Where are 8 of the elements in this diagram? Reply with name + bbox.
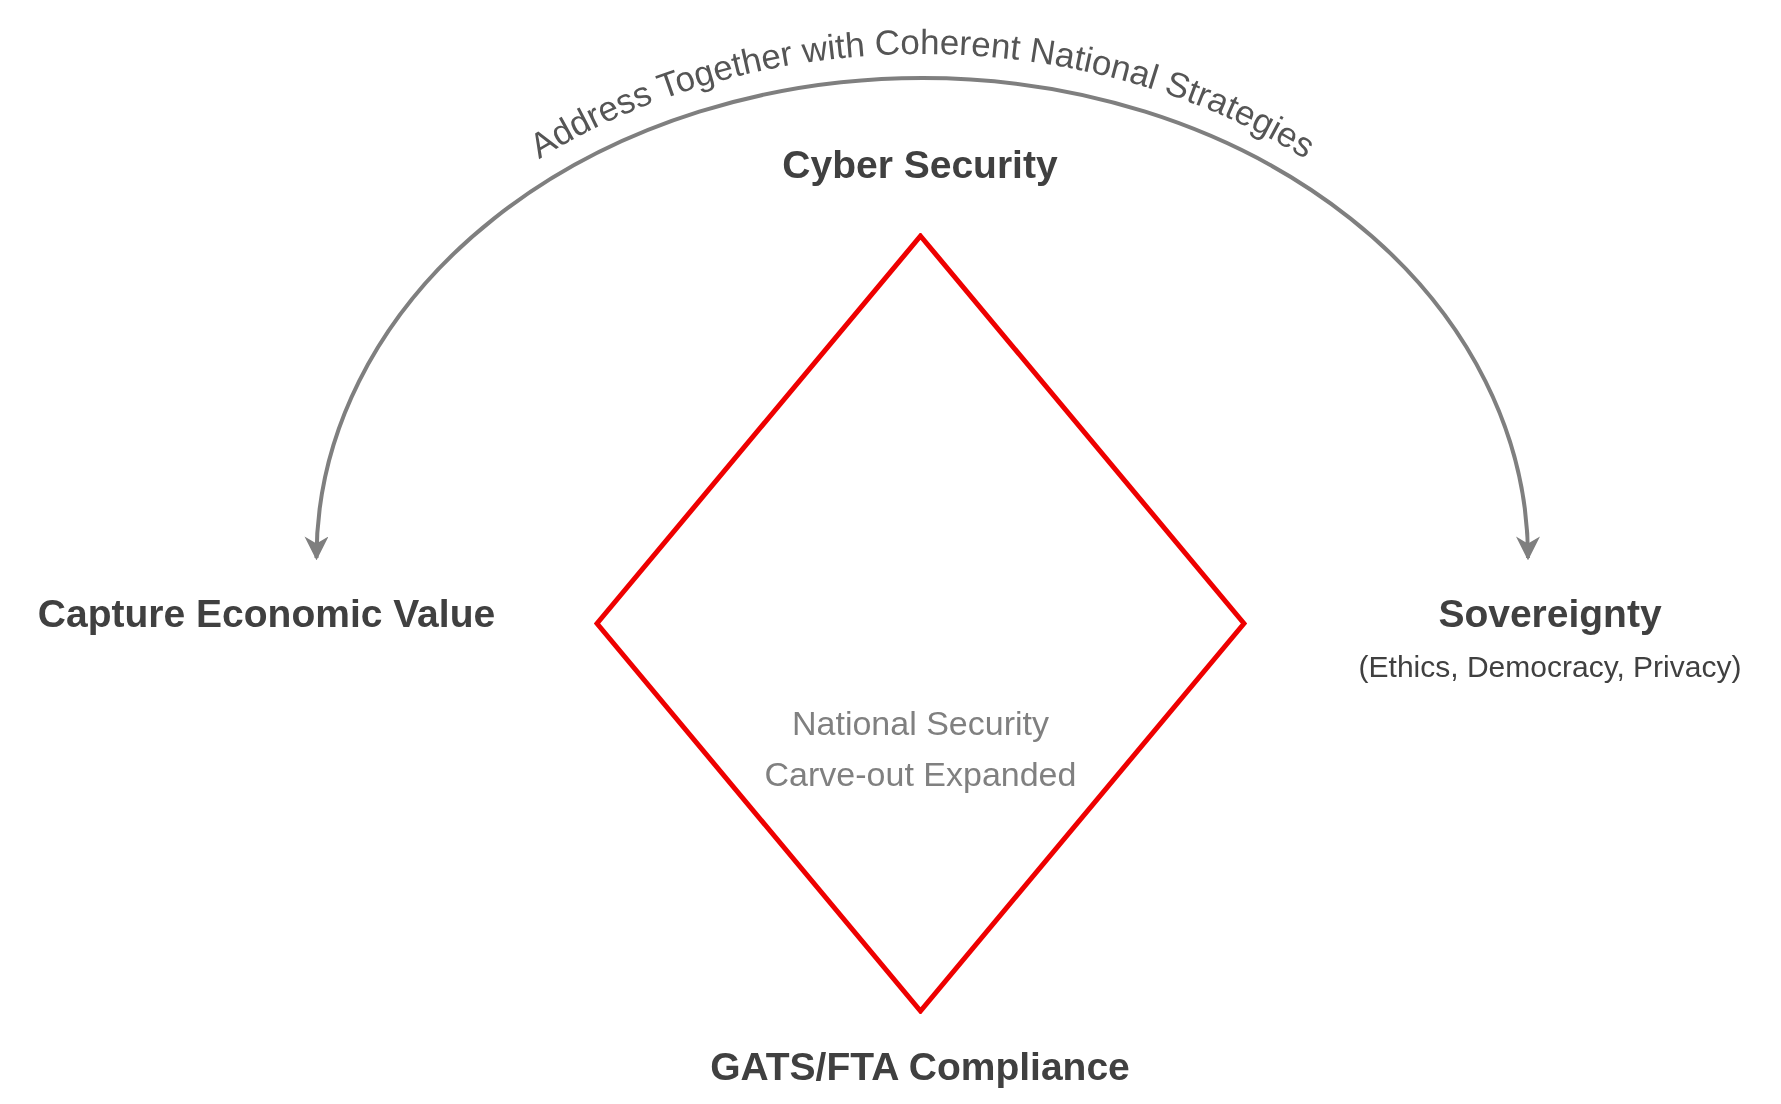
corner-label: GATS/FTA Compliance [710, 1045, 1130, 1089]
diamond-shape [594, 233, 1247, 1014]
node-subtitle: (Ethics, Democracy, Privacy) [1357, 650, 1743, 684]
curved-arrow [306, 76, 1539, 561]
diamond-label: National Security Carve-out Expanded [763, 703, 1078, 795]
node-heading: Capture Economic Value [36, 592, 497, 636]
corner-label: Cyber Security [782, 143, 1058, 187]
node-heading: Sovereignty [1437, 592, 1663, 636]
